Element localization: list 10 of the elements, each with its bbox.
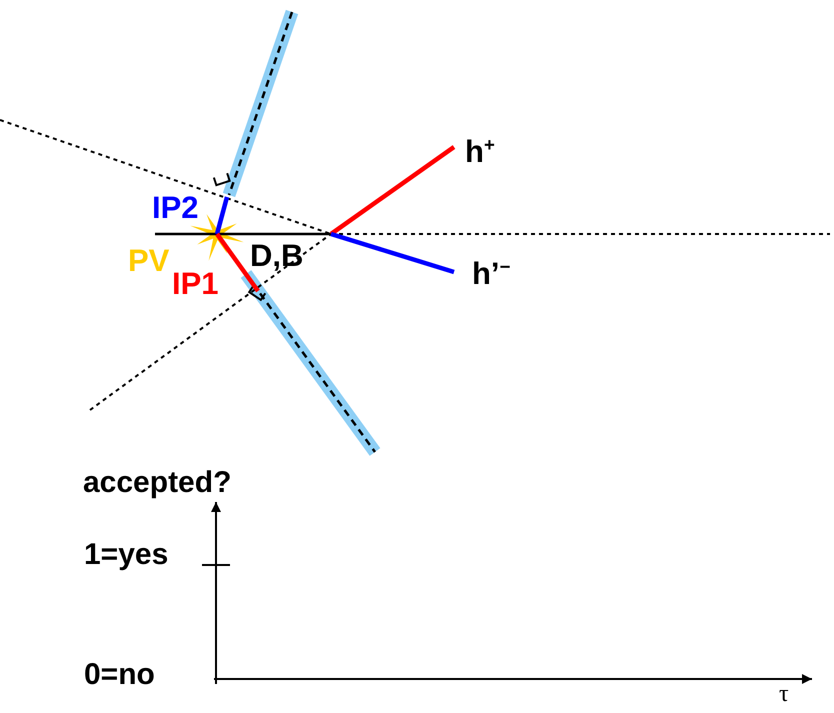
diagram-label: PV <box>128 245 170 276</box>
axis-label: 1=yes <box>84 540 168 570</box>
diagram-label: D,B <box>250 240 304 271</box>
diagram-label: IP1 <box>172 268 219 299</box>
diagram-label: IP2 <box>152 192 199 223</box>
diagram-label: h$^{+}$ <box>465 136 495 167</box>
axis-label: τ <box>779 682 789 706</box>
diagram-label: h’$^{−}$ <box>472 258 510 289</box>
axis-label: accepted? <box>83 468 232 498</box>
axis-label: 0=no <box>84 660 155 690</box>
